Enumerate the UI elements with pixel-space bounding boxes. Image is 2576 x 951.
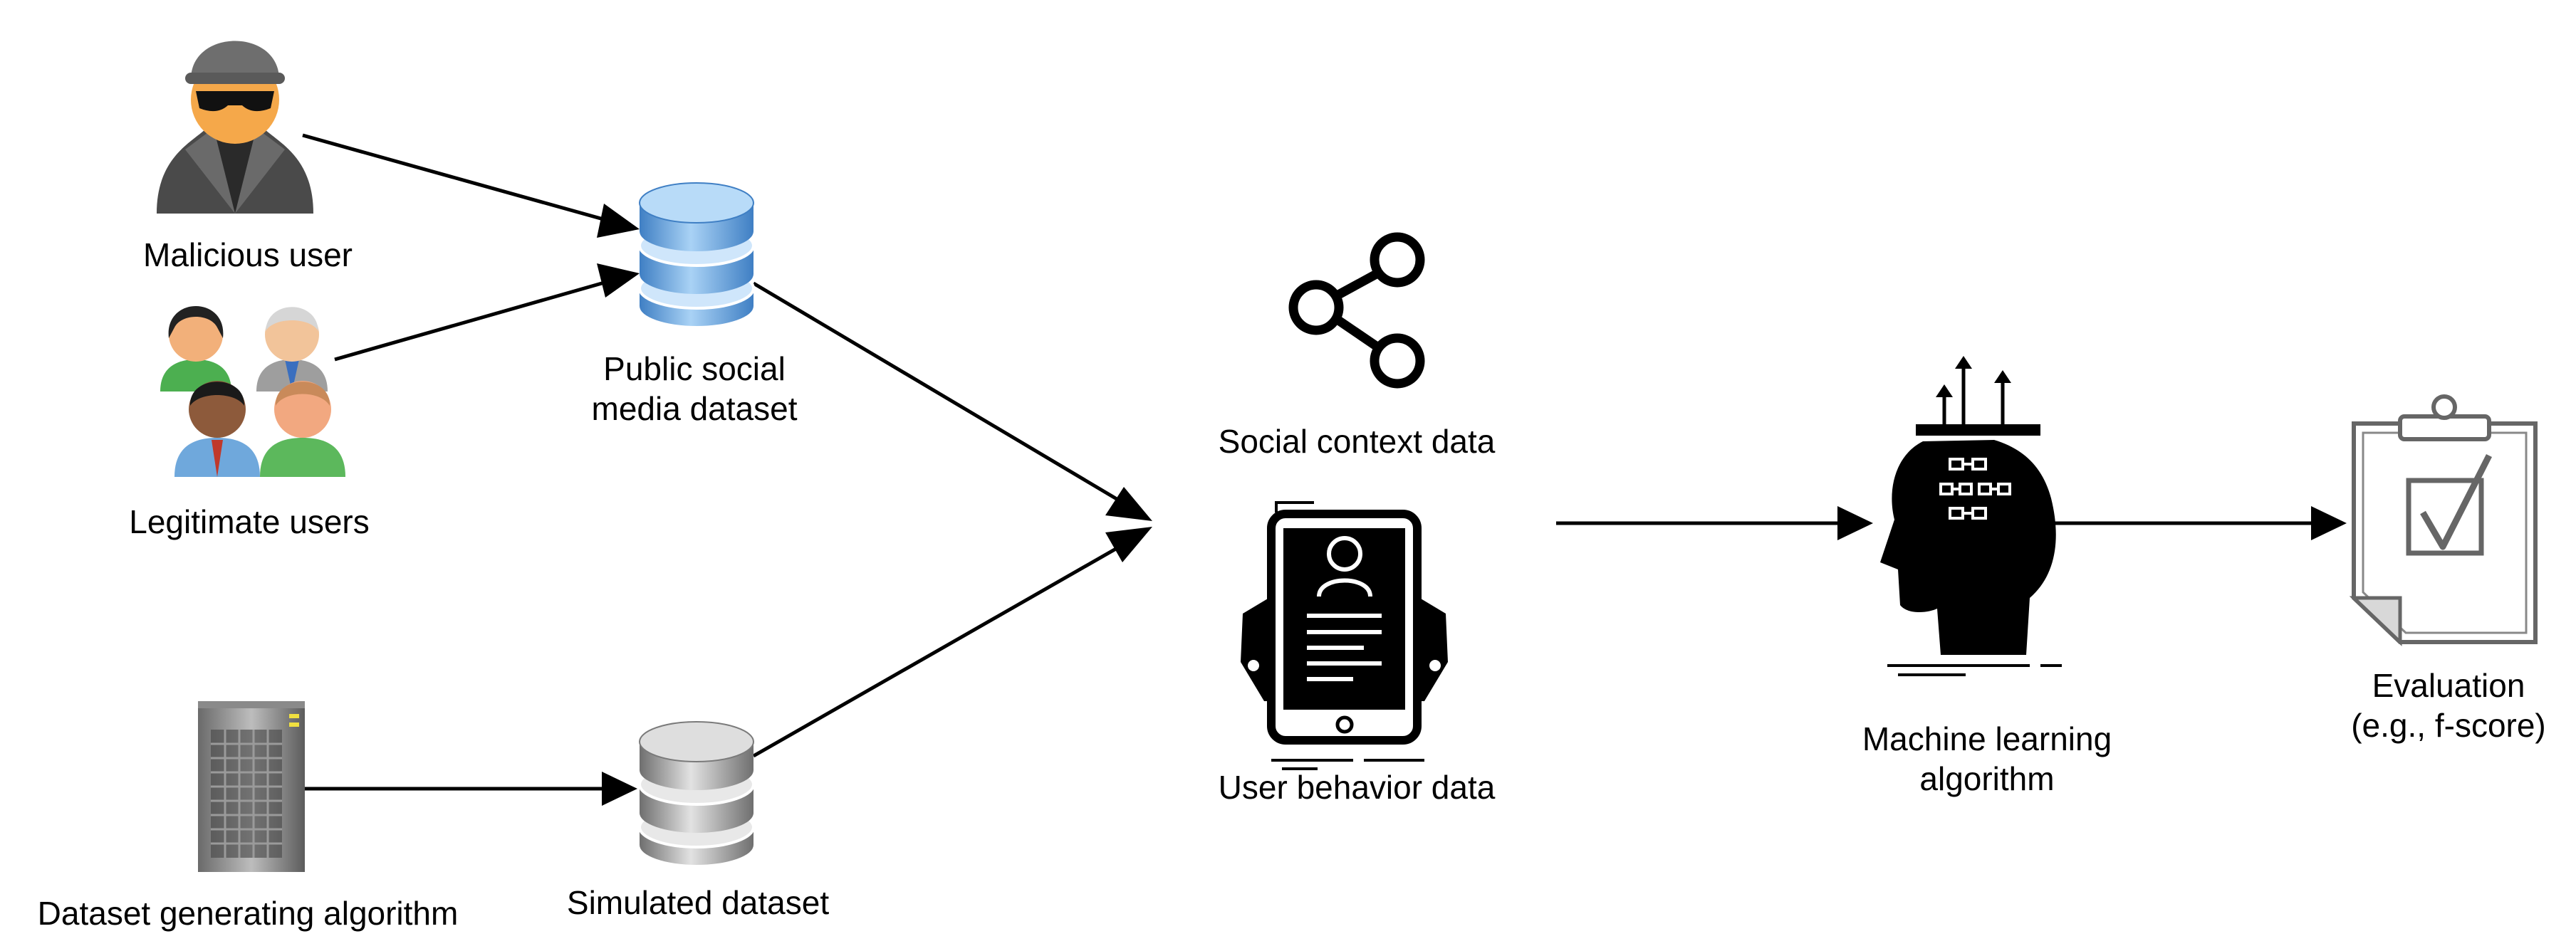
- public-dataset-label-line2: media dataset: [591, 390, 798, 427]
- arrow-malicious-to-public: [302, 133, 635, 230]
- server-tower-icon: [198, 701, 305, 872]
- malicious-user-label: Malicious user: [143, 236, 353, 273]
- tablet-profile-icon: [1241, 501, 1448, 770]
- public-dataset-label-line1: Public social: [603, 350, 786, 387]
- user-group-icon: [160, 306, 345, 477]
- arrow-simulated-to-features: [752, 533, 1141, 758]
- gray-database-icon: [638, 721, 755, 865]
- evaluation-label-line2: (e.g., f-score): [2351, 707, 2546, 744]
- evaluation-label-line1: Evaluation: [2372, 667, 2525, 704]
- evaluation-label: Evaluation (e.g., f-score): [2351, 666, 2546, 745]
- arrows: [302, 133, 2347, 806]
- simulated-dataset-label: Simulated dataset: [566, 884, 830, 921]
- blue-database-icon: [638, 182, 755, 326]
- ml-algorithm-label-line2: algorithm: [1919, 760, 2055, 797]
- share-network-icon: [1288, 232, 1425, 389]
- arrowhead: [597, 204, 640, 238]
- arrow-public-to-features: [752, 281, 1141, 515]
- arrowhead: [1105, 527, 1152, 562]
- clipboard-check-icon: [2349, 394, 2538, 646]
- arrowhead: [1837, 506, 1873, 540]
- arrowhead: [597, 263, 640, 298]
- arrowhead: [1105, 487, 1152, 521]
- arrowhead: [2311, 506, 2347, 540]
- public-dataset-label: Public social media dataset: [592, 349, 798, 429]
- user-behavior-data-label: User behavior data: [1218, 769, 1496, 806]
- social-context-data-label: Social context data: [1218, 423, 1496, 460]
- ml-algorithm-label-line1: Machine learning: [1862, 720, 2112, 757]
- legitimate-users-label: Legitimate users: [129, 503, 370, 540]
- ml-algorithm-label: Machine learning algorithm: [1862, 719, 2112, 799]
- spy-user-icon: [157, 41, 313, 214]
- ai-head-icon: [1880, 356, 2062, 676]
- dataset-generating-algorithm-label: Dataset generating algorithm: [37, 895, 459, 932]
- arrowhead: [602, 772, 637, 806]
- arrow-legit-to-public: [334, 274, 627, 362]
